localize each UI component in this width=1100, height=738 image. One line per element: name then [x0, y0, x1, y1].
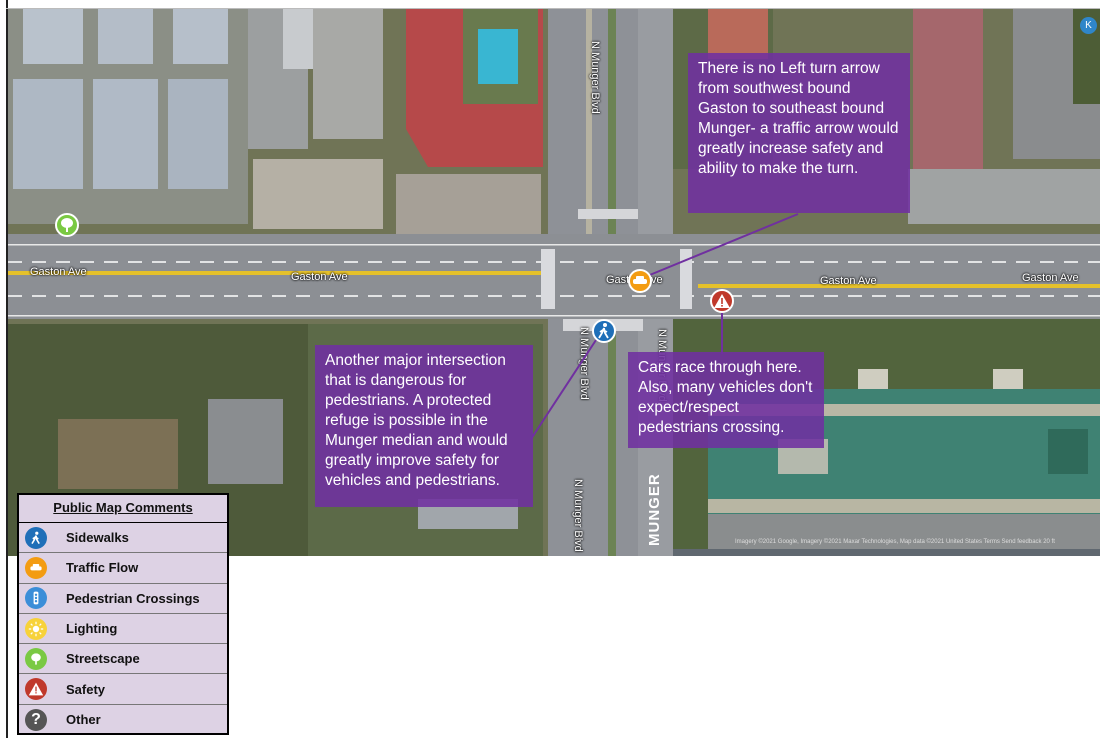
- callout-cars-race: Cars race through here. Also, many vehic…: [628, 352, 824, 448]
- map-legend: Public Map Comments Sidewalks Traffic Fl…: [17, 493, 229, 735]
- car-icon: [25, 556, 47, 579]
- callout-left-turn-arrow: There is no Left turn arrow from southwe…: [688, 53, 910, 213]
- legend-label: Pedestrian Crossings: [66, 590, 200, 606]
- legend-label: Streetscape: [66, 651, 140, 667]
- legend-label: Traffic Flow: [66, 560, 139, 576]
- traffic-flow-marker[interactable]: [628, 269, 652, 293]
- tree-icon: [61, 218, 73, 232]
- street-label-gaston-mid: Gaston Ave: [291, 271, 348, 283]
- warning-icon: [25, 678, 47, 701]
- pedestrian-icon: [25, 526, 47, 549]
- callout-pedestrian-refuge: Another major intersection that is dange…: [315, 345, 533, 507]
- street-label-munger-north: N Munger Blvd: [589, 41, 601, 114]
- munger-caption: MUNGER: [646, 473, 663, 546]
- pedestrian-icon: [598, 323, 609, 339]
- car-icon: [633, 276, 647, 284]
- legend-title: Public Map Comments: [19, 495, 227, 523]
- tree-icon: [25, 647, 47, 670]
- legend-item-other: ? Other: [19, 705, 227, 735]
- aerial-map[interactable]: Gaston Ave Gaston Ave Gaston Ave Gaston …: [8, 9, 1100, 556]
- legend-item-pedestrian-crossings: Pedestrian Crossings: [19, 584, 227, 614]
- question-icon: ?: [25, 708, 47, 731]
- street-label-gaston-far-east: Gaston Ave: [1022, 272, 1079, 284]
- warning-icon: [714, 294, 730, 308]
- page-border-top: [6, 8, 1100, 9]
- page-border-left: [6, 0, 8, 738]
- street-label-gaston-east: Gaston Ave: [820, 275, 877, 287]
- legend-item-safety: Safety: [19, 674, 227, 705]
- safety-marker[interactable]: [710, 289, 734, 313]
- sidewalk-marker[interactable]: [592, 319, 616, 343]
- legend-label: Other: [66, 712, 101, 728]
- traffic-light-icon: [25, 587, 47, 610]
- legend-label: Lighting: [66, 621, 118, 637]
- legend-label: Sidewalks: [66, 530, 129, 546]
- legend-item-streetscape: Streetscape: [19, 644, 227, 675]
- legend-item-traffic-flow: Traffic Flow: [19, 553, 227, 584]
- legend-item-sidewalks: Sidewalks: [19, 523, 227, 554]
- map-control-button[interactable]: K: [1080, 17, 1097, 34]
- street-label-munger-south: N Munger Blvd: [578, 327, 590, 400]
- map-attribution: Imagery ©2021 Google, Imagery ©2021 Maxa…: [735, 539, 1055, 545]
- street-label-munger-south-2: N Munger Blvd: [572, 479, 584, 552]
- legend-item-lighting: Lighting: [19, 614, 227, 645]
- street-label-gaston-west: Gaston Ave: [30, 266, 87, 278]
- aerial-imagery: [8, 9, 1100, 556]
- sun-icon: [25, 617, 47, 640]
- streetscape-marker[interactable]: [55, 213, 79, 237]
- legend-label: Safety: [66, 681, 106, 697]
